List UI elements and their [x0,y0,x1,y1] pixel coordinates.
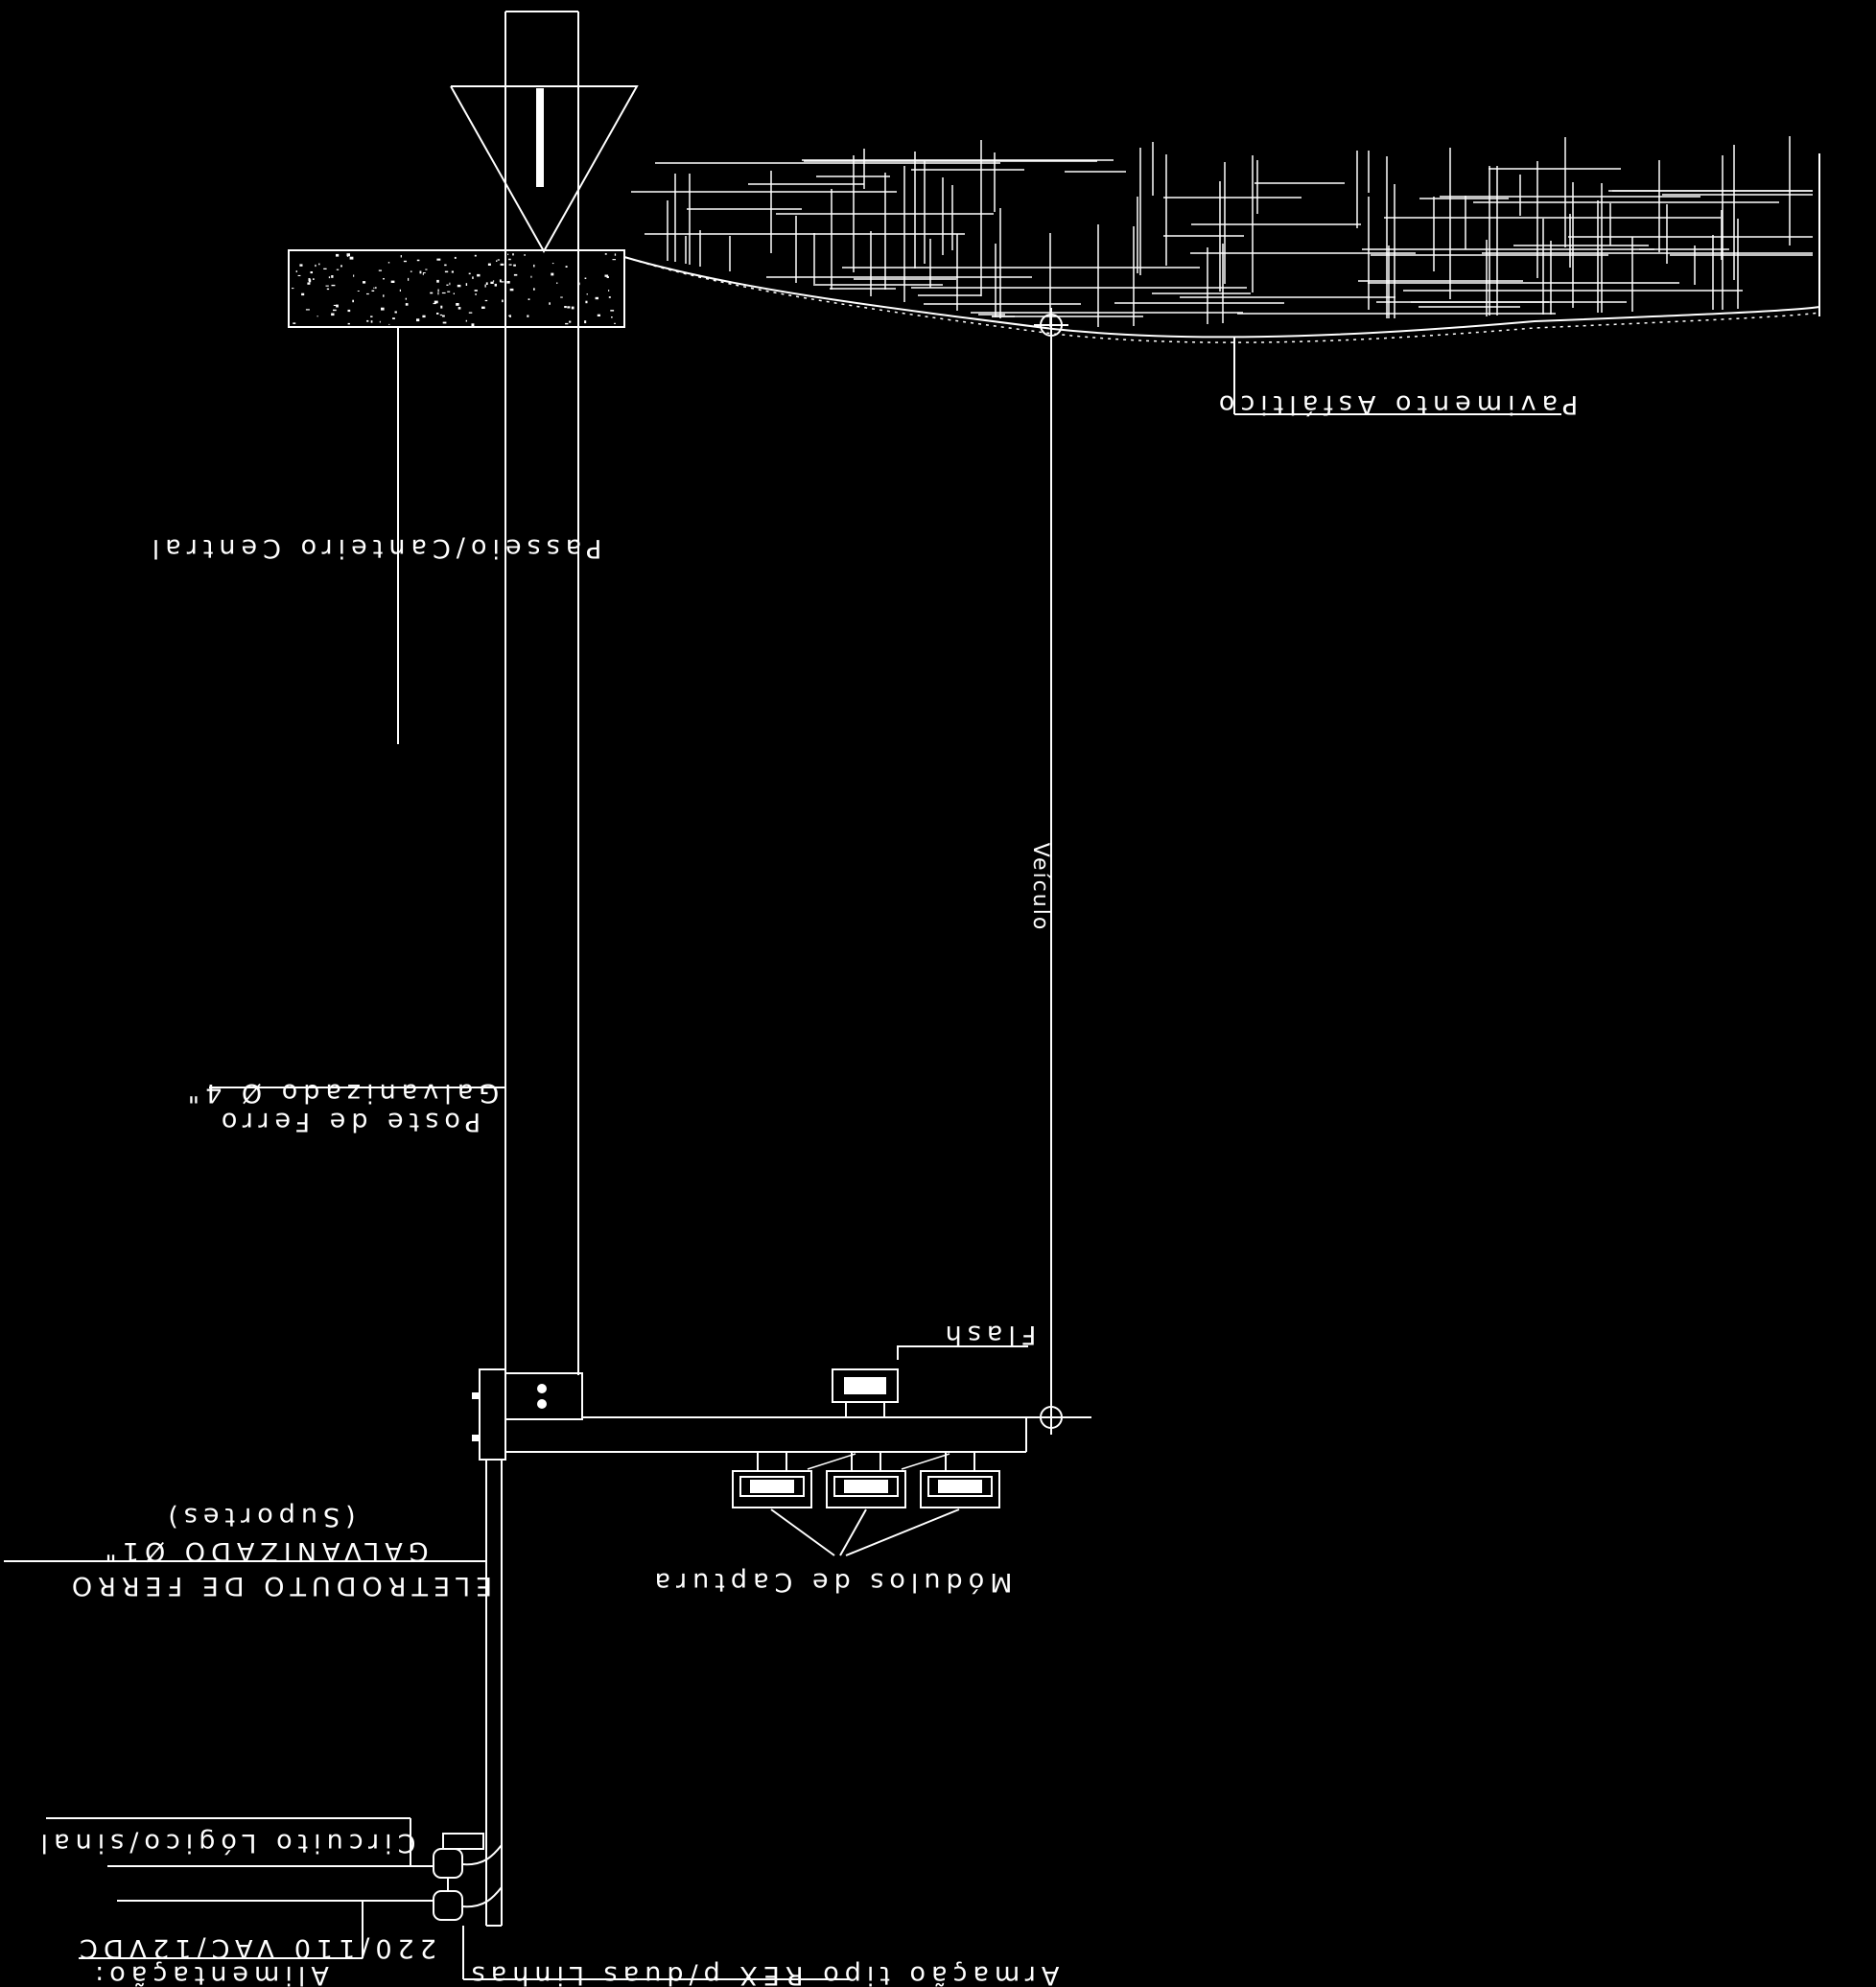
passeio-label: Passeio/Canteiro Central [147,533,602,563]
asphalt-pavement [623,153,1820,343]
pole [504,11,579,1375]
armacao-label: Armação tipo REX p/duas Linhas [466,1960,1060,1987]
capture-module [826,1470,906,1508]
poste-label-line2: Galvanizado Ø 4" [182,1078,500,1108]
vehicle-reference [1026,308,1091,1435]
poste-label-line1: Poste de Ferro [216,1107,481,1136]
alimentacao-label-line2: Alimentação: [89,1960,329,1987]
alimentacao-label-line1: 220/110 VAC/12VDC [74,1933,436,1963]
circuito-label: Circuito Lógico/sinal [35,1828,416,1858]
capture-module [732,1470,812,1508]
pavimento-leader [1233,338,1561,415]
eletroduto-label-line2: GALVANIZADO Ø1" [99,1536,428,1566]
junction-boxes [433,1833,503,1921]
sidewalk-slab [288,249,625,328]
capture-module [920,1470,1000,1508]
armacao-leader [462,1926,850,1980]
traffic-direction-arrow-icon [450,85,639,254]
capture-modules [732,1452,1000,1556]
alimentacao-leader [79,1900,434,1959]
conduit [485,1460,503,1927]
rex-bracket-arm [472,1368,1027,1461]
eletroduto-label-line3: (Suportes) [162,1502,355,1531]
eletroduto-label-line1: ELETRODUTO DE FERRO [66,1571,492,1601]
modulos-label: Módulos de Captura [649,1567,1013,1597]
flash-unit [832,1345,1028,1417]
flash-label: Flash [940,1320,1037,1349]
pavement-hatching [631,136,1813,327]
veiculo-label: Veículo [1028,843,1052,932]
pavimento-label: Pavimento Asfáltico [1213,389,1578,419]
circuito-leader [46,1817,434,1867]
